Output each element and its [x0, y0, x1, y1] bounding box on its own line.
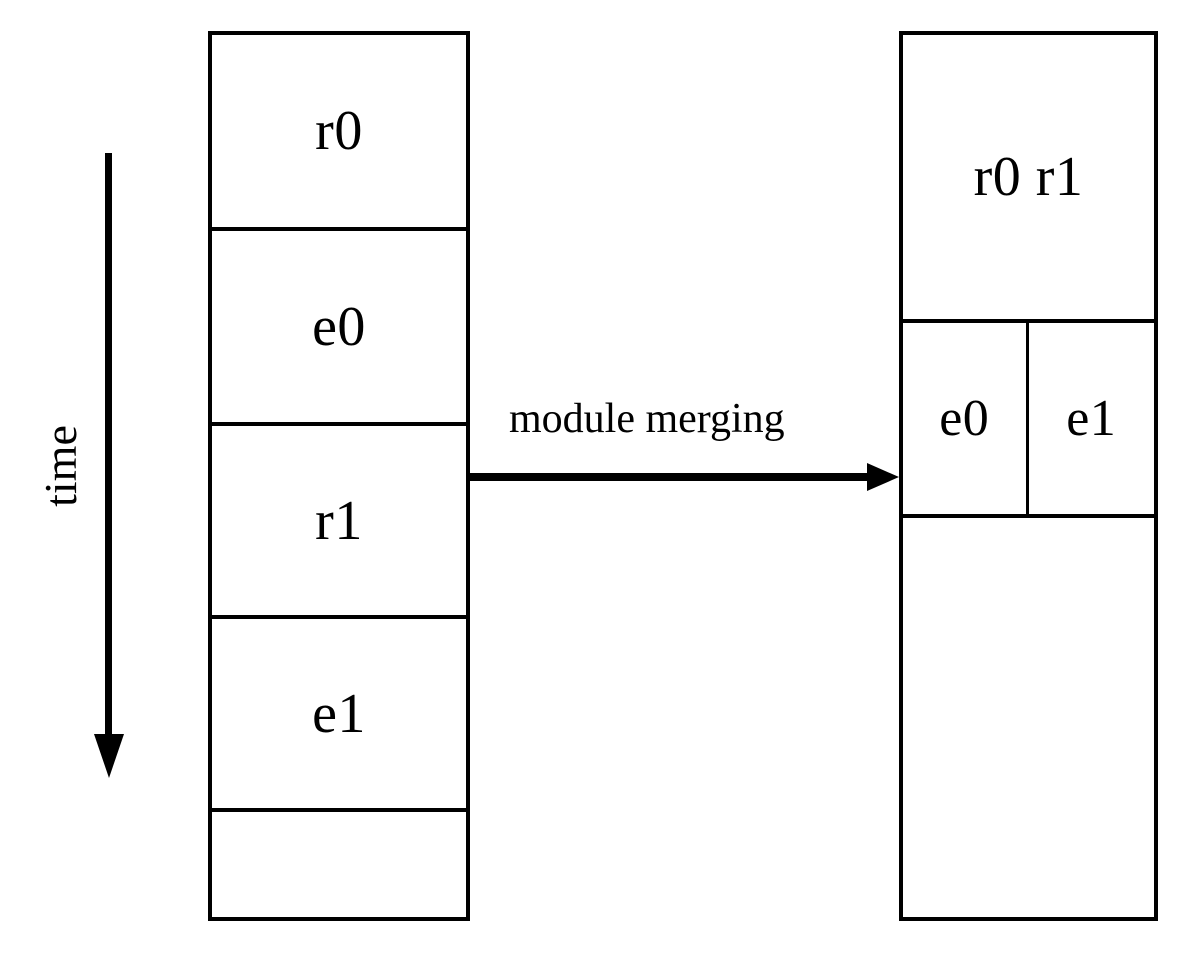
module-merging-label: module merging — [509, 396, 785, 442]
cell-e0-right-column: e0 — [903, 323, 1029, 514]
module-merging-arrow-shaft — [467, 473, 869, 481]
cell-r0-r1-label: r0 r1 — [973, 146, 1084, 208]
cell-e1-label: e1 — [312, 682, 366, 745]
time-arrow-shaft — [105, 153, 112, 736]
cell-e1: e1 — [212, 619, 466, 812]
module-merging-arrow-head — [867, 463, 899, 491]
sequential-schedule-column: r0 e0 r1 e1 — [208, 31, 470, 921]
cell-e0-right-label: e0 — [939, 389, 990, 447]
cell-r1-label: r1 — [315, 489, 363, 552]
cell-e1-right-column: e1 — [1029, 323, 1155, 514]
cell-empty-right — [903, 518, 1154, 917]
cell-r0: r0 — [212, 35, 466, 231]
cell-e0: e0 — [212, 231, 466, 426]
merged-schedule-column: r0 r1 e0 e1 — [899, 31, 1158, 921]
cell-e0-e1-split: e0 e1 — [903, 323, 1154, 518]
cell-e0-label: e0 — [312, 295, 366, 358]
cell-r0-r1: r0 r1 — [903, 35, 1154, 323]
time-arrow-head — [94, 734, 124, 778]
cell-e1-right-label: e1 — [1066, 389, 1117, 447]
time-axis-group: time — [0, 0, 200, 964]
cell-r1: r1 — [212, 426, 466, 619]
cell-r0-label: r0 — [315, 100, 363, 162]
